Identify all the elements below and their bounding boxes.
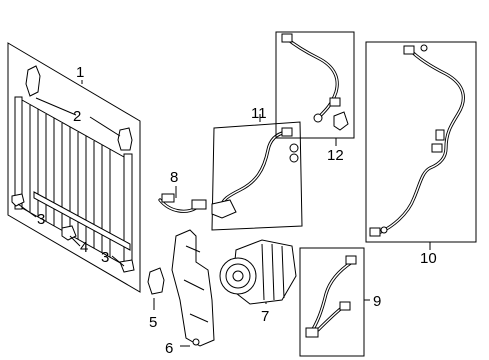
lower-bracket-left	[11, 193, 25, 207]
callout-10: 10	[420, 250, 437, 267]
upper-mount-bracket-left	[25, 65, 41, 97]
o-ring-11b	[289, 153, 299, 163]
hose-8-fitting	[161, 193, 175, 203]
bracket-6	[171, 229, 215, 347]
callout-11: 11	[251, 105, 267, 122]
hose-assembly-8	[158, 186, 207, 213]
condenser-assembly	[7, 42, 141, 293]
condenser-lower-seal	[33, 191, 131, 251]
compressor-bracket	[147, 229, 215, 347]
pipe-10-fitting	[403, 45, 415, 55]
box-10-frame	[365, 41, 477, 243]
lower-bracket-right	[119, 259, 135, 273]
bracket-bolt	[192, 338, 200, 346]
hose-9-fitting	[345, 255, 357, 265]
callout-8: 8	[170, 169, 178, 186]
pipe-10-end-fitting	[369, 227, 381, 237]
callout-labels: 1 2 3 4 3 5 6 7 8 9 10 11 12	[37, 64, 437, 357]
callout-3-left: 3	[37, 211, 45, 228]
hose-11-end	[211, 199, 237, 219]
callout-1: 1	[76, 64, 84, 81]
pipe-box-10	[365, 41, 477, 250]
compressor	[219, 239, 297, 305]
condenser-left-tank	[14, 96, 23, 210]
box-11-frame	[211, 121, 303, 231]
pipe-12-clip	[333, 111, 349, 131]
pipe-10-end-oring	[380, 226, 388, 234]
condenser-leaders	[17, 80, 125, 267]
pipe-10-clip	[435, 129, 445, 141]
pipe-10-oring	[420, 44, 428, 52]
box-9-frame	[299, 247, 365, 357]
callout-7: 7	[261, 308, 269, 325]
condenser-right-tank	[123, 153, 133, 269]
bracket-5	[147, 267, 165, 295]
hose-9-end-fitting	[305, 327, 319, 338]
callout-4: 4	[80, 239, 88, 256]
callout-5: 5	[149, 314, 157, 331]
pipe-12-end	[313, 113, 323, 123]
hose-box-11	[211, 114, 303, 231]
pipe-10-mid-fitting	[431, 143, 443, 153]
condenser-frame	[7, 42, 141, 293]
o-ring-11a	[289, 143, 299, 153]
box-12-frame	[275, 31, 355, 139]
hose-11-fitting	[281, 127, 293, 137]
hose-8-end-fitting	[191, 199, 207, 210]
callout-12: 12	[327, 147, 344, 164]
callout-9: 9	[373, 293, 381, 310]
callout-2: 2	[73, 108, 81, 125]
callout-3-right: 3	[101, 249, 109, 266]
upper-mount-bracket-right	[117, 127, 133, 151]
hose-box-9	[299, 247, 370, 357]
pipe-12-mid-fitting	[329, 97, 341, 107]
callout-6: 6	[165, 340, 173, 357]
hose-9-mid-fitting	[339, 301, 351, 311]
hose-box-12	[275, 31, 355, 146]
pipe-12-fitting	[281, 33, 293, 43]
